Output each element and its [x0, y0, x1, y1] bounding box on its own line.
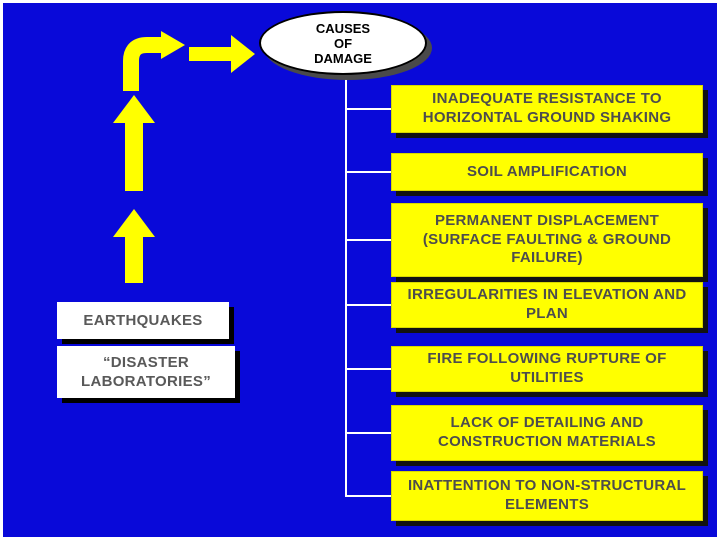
slide-background: CAUSES OF DAMAGE INADEQUATE RESISTANCE T…	[3, 3, 717, 537]
cause-label: INADEQUATE RESISTANCE TO HORIZONTAL GROU…	[422, 90, 672, 126]
oval-label-line: CAUSES	[315, 20, 371, 36]
connector-branch-line	[346, 239, 391, 241]
cause-label: PERMANENT DISPLACEMENT (SURFACE FAULTING…	[422, 211, 672, 267]
up-arrow-icon	[113, 95, 155, 191]
earthquakes-label: EARTHQUAKES	[83, 311, 203, 329]
oval-label-line: DAMAGE	[314, 50, 372, 66]
cause-box: SOIL AMPLIFICATION	[391, 153, 703, 191]
connector-branch-line	[346, 304, 391, 306]
connector-trunk-line	[345, 75, 347, 497]
cause-box: IRREGULARITIES IN ELEVATION AND PLAN	[391, 282, 703, 328]
connector-branch-line	[346, 171, 391, 173]
up-arrow-icon	[113, 209, 155, 283]
cause-label: FIRE FOLLOWING RUPTURE OF UTILITIES	[427, 350, 667, 386]
cause-box: PERMANENT DISPLACEMENT (SURFACE FAULTING…	[391, 203, 703, 277]
connector-branch-line	[346, 495, 391, 497]
cause-label: LACK OF DETAILING AND CONSTRUCTION MATER…	[438, 414, 656, 450]
connector-branch-line	[346, 108, 391, 110]
cause-box: INATTENTION TO NON-STRUCTURAL ELEMENTS	[391, 471, 703, 521]
cause-label: IRREGULARITIES IN ELEVATION AND PLAN	[407, 286, 687, 322]
right-arrow-icon	[189, 35, 255, 73]
cause-label: SOIL AMPLIFICATION	[466, 162, 628, 180]
cause-box: LACK OF DETAILING AND CONSTRUCTION MATER…	[391, 405, 703, 461]
connector-branch-line	[346, 368, 391, 370]
disaster-laboratories-box: “DISASTER LABORATORIES”	[57, 346, 235, 398]
causes-of-damage-oval: CAUSES OF DAMAGE	[259, 11, 427, 75]
connector-branch-line	[346, 432, 391, 434]
cause-box: INADEQUATE RESISTANCE TO HORIZONTAL GROU…	[391, 85, 703, 133]
cause-box: FIRE FOLLOWING RUPTURE OF UTILITIES	[391, 346, 703, 392]
oval-label-line: OF	[333, 35, 353, 51]
disaster-laboratories-label: “DISASTER LABORATORIES”	[80, 353, 211, 391]
curved-elbow-arrow-icon	[123, 31, 185, 91]
earthquakes-box: EARTHQUAKES	[57, 302, 229, 339]
cause-label: INATTENTION TO NON-STRUCTURAL ELEMENTS	[407, 477, 687, 513]
